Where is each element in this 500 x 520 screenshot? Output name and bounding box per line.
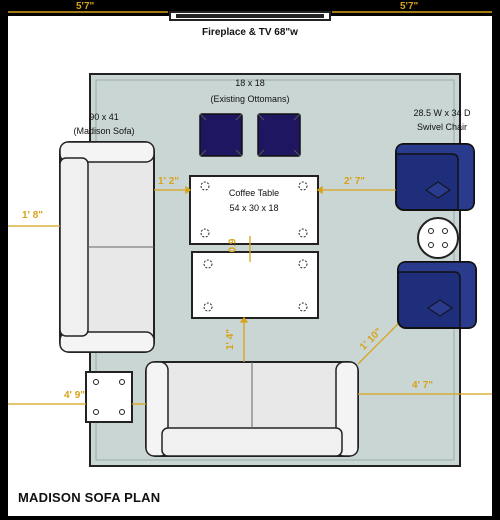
dimension-ottoman-left-gap: 4' 9" — [64, 390, 86, 401]
chair-size-label: 28.5 W x 34 D — [413, 108, 471, 118]
dimension-sofa-right-gap: 4' 7" — [412, 380, 434, 391]
table-leg-markers — [200, 181, 308, 312]
round-side-table — [417, 217, 459, 259]
chair-name-label: Swivel Chair — [416, 122, 467, 132]
ottoman-right — [257, 113, 301, 157]
sofa-size-label: 90 x 41 — [89, 112, 119, 122]
sofa-name-label: (Madison Sofa) — [73, 126, 135, 136]
dimension-sofa-to-table: 1' 2" — [158, 176, 180, 187]
fireplace-label: Fireplace & TV 68"w — [202, 27, 298, 38]
chair-diagonal-line — [357, 323, 399, 365]
dimension-top-right: 5'7" — [400, 1, 419, 12]
coffee-table-name-label: Coffee Table — [228, 188, 280, 198]
plan-title: MADISON SOFA PLAN — [18, 490, 161, 505]
swivel-chair-bottom — [397, 261, 477, 329]
dimension-sofa-left-gap: 1' 8" — [22, 210, 44, 221]
dimension-top-left: 5'7" — [76, 1, 95, 12]
ottoman-left — [199, 113, 243, 157]
coffee-table-top — [189, 175, 319, 245]
ottomans-name-label: (Existing Ottomans) — [210, 94, 290, 104]
bottom-sofa — [145, 361, 359, 457]
left-sofa — [59, 141, 155, 353]
dimension-table-gap: 0.9 — [227, 238, 239, 253]
coffee-table-size-label: 54 x 30 x 18 — [229, 203, 279, 213]
dimension-table-to-chair: 2' 7" — [344, 176, 366, 187]
ottomans-size-label: 18 x 18 — [235, 78, 265, 88]
coffee-table-bottom — [191, 251, 319, 319]
swivel-chair-top — [395, 143, 475, 211]
dimension-table-to-sofa: 1' 4" — [225, 328, 237, 351]
square-end-table — [85, 371, 133, 423]
